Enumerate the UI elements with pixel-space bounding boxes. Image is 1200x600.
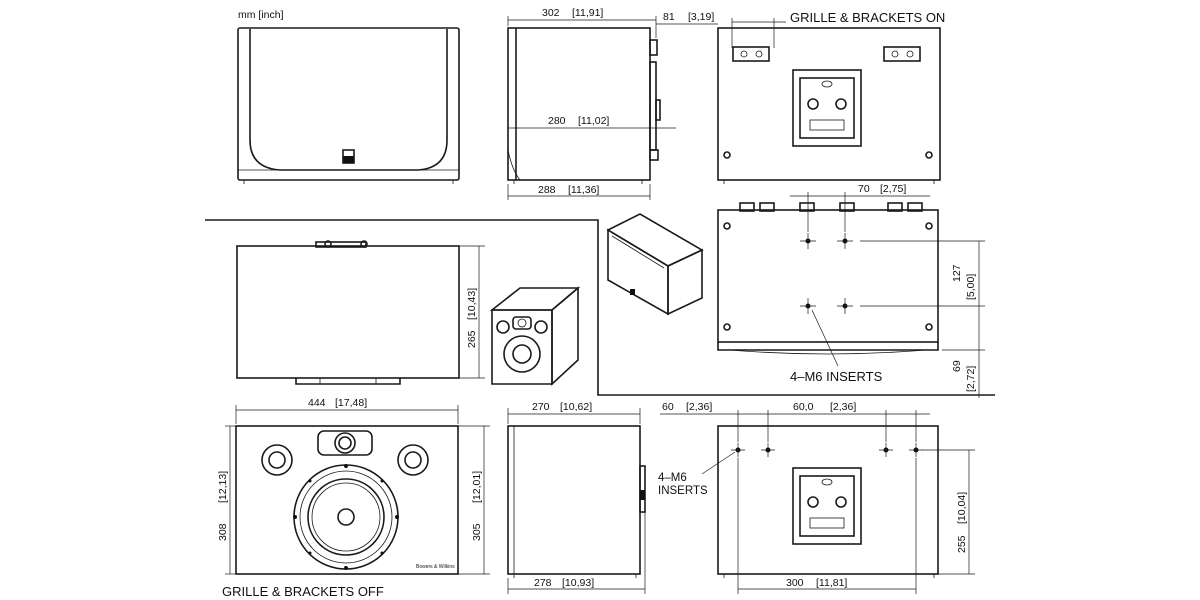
dim-444: 444 — [308, 397, 326, 409]
dim-60-inch: [2,36] — [686, 401, 712, 413]
view-front-no-grille: Bowers & Wilkins 444 [17,48] 308 [12,13]… — [217, 397, 490, 599]
dim-288: 288 — [538, 184, 556, 196]
view-front-grille — [237, 27, 460, 184]
dim-305: 305 — [471, 523, 483, 541]
dim-69: 69 — [951, 360, 963, 372]
dim-288-inch: [11,36] — [568, 184, 599, 196]
dim-280: 280 — [548, 115, 566, 127]
dim-300-inch: [11,81] — [816, 577, 847, 589]
dim-280-inch: [11,02] — [578, 115, 609, 127]
label-inserts-right: 4–M6 INSERTS — [790, 369, 883, 384]
dim-302: 302 — [542, 7, 560, 19]
dim-70-inch: [2,75] — [880, 183, 906, 195]
dim-81: 81 — [663, 11, 675, 23]
label-grille-off: GRILLE & BRACKETS OFF — [222, 584, 384, 599]
dim-255: 255 — [956, 535, 968, 553]
view-back-brackets: GRILLE & BRACKETS ON — [717, 10, 945, 184]
units-label: mm [inch] — [238, 9, 284, 21]
dim-255-inch: [10,04] — [956, 492, 968, 524]
dim-270-inch: [10,62] — [560, 401, 592, 413]
dim-70: 70 — [858, 183, 870, 195]
view-side-top: 302 [11,91] 81 [3,19] 280 [11,02] 288 [1… — [507, 7, 718, 200]
dim-127: 127 — [951, 264, 963, 282]
dim-60-0: 60,0 — [793, 401, 814, 413]
dim-444-inch: [17,48] — [335, 397, 367, 409]
dim-265-inch: [10,43] — [466, 288, 478, 320]
view-side-bottom: 270 [10,62] 278 [10,93] — [507, 401, 646, 594]
view-top-inserts: 70 [2,75] 127 [5,00] 69 [2,72] 4–M6 INSE… — [717, 183, 985, 398]
label-inserts-bottom-1: 4–M6 — [658, 472, 687, 484]
dim-69-inch: [2,72] — [965, 366, 977, 392]
brand-logo: Bowers & Wilkins — [416, 564, 455, 570]
dim-60: 60 — [662, 401, 674, 413]
iso-front-speaker — [489, 286, 581, 386]
dim-270: 270 — [532, 401, 550, 413]
dim-300: 300 — [786, 577, 804, 589]
view-top-left: 265 [10,43] — [236, 240, 485, 385]
dim-305-inch: [12,01] — [471, 471, 483, 503]
iso-back-speaker — [606, 213, 704, 316]
separator-line — [205, 219, 995, 396]
dim-278: 278 — [534, 577, 552, 589]
dim-265: 265 — [466, 330, 478, 348]
label-inserts-bottom-2: INSERTS — [658, 485, 708, 497]
dim-278-inch: [10,93] — [562, 577, 594, 589]
dim-308: 308 — [217, 523, 229, 541]
dim-308-inch: [12,13] — [217, 471, 229, 503]
view-back-inserts: 60 [2,36] 60,0 [2,36] 255 [10,04] 300 [1… — [658, 401, 975, 594]
dim-127-inch: [5,00] — [965, 274, 977, 300]
label-grille-on: GRILLE & BRACKETS ON — [790, 10, 945, 25]
dim-60-0-inch: [2,36] — [830, 401, 856, 413]
dim-81-inch: [3,19] — [688, 11, 714, 23]
dim-302-inch: [11,91] — [572, 7, 603, 19]
